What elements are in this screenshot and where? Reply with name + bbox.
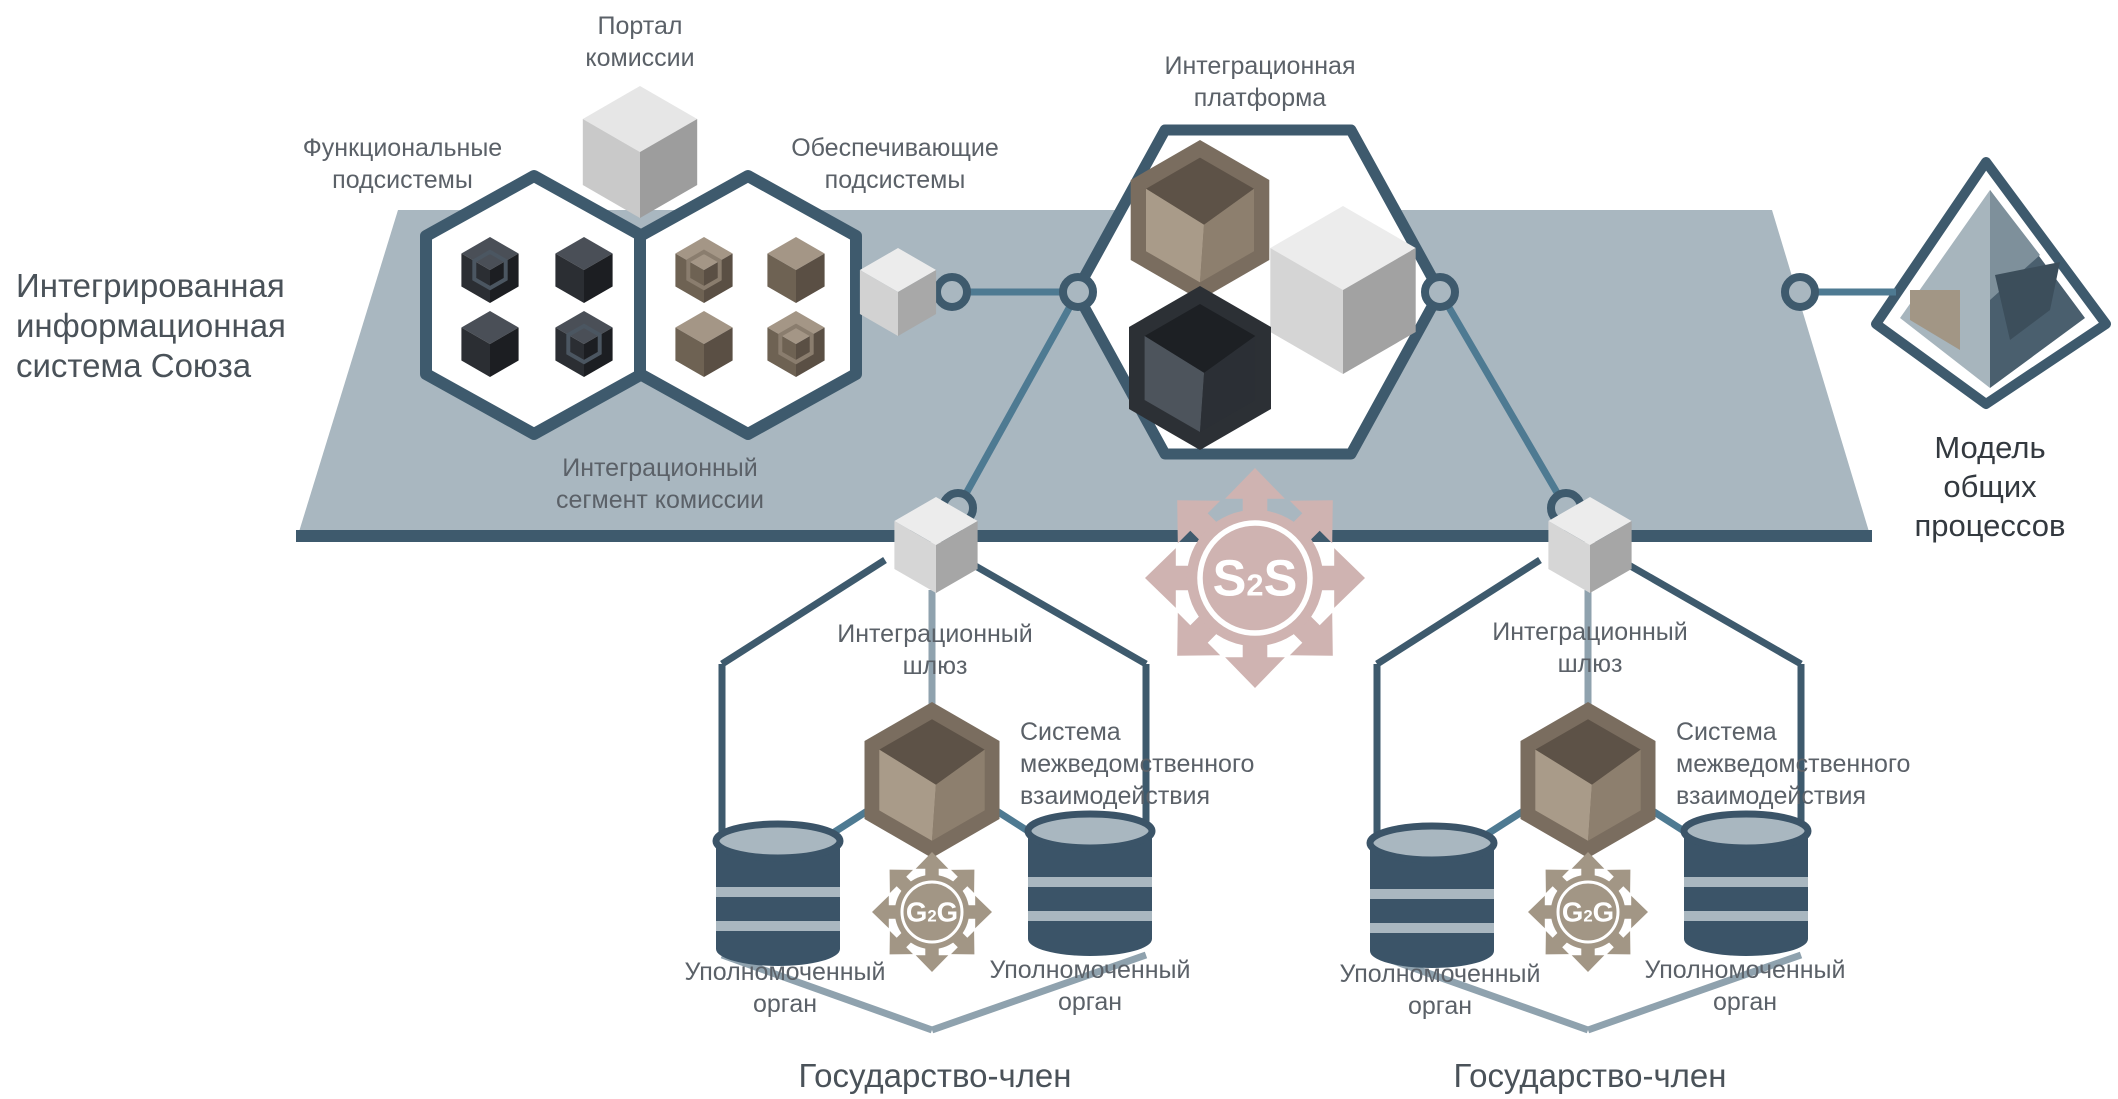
gateway-left-label: Интеграционный шлюз: [800, 618, 1070, 682]
authority-rr-line-1: Уполномоченный: [1644, 956, 1846, 984]
iis-line-1: Интегрированная: [16, 267, 285, 304]
supporting-subsystems-hexagon: [634, 170, 862, 440]
authority-ll-database: [712, 820, 844, 966]
member-state-right-label: Государство-член: [1453, 1057, 1727, 1094]
portal-label: Портал комиссии: [540, 10, 740, 74]
authority-rl-line-1: Уполномоченный: [1339, 960, 1541, 988]
interagency-left-cube: [864, 702, 1000, 858]
g2g-right-badge-letter-a: G: [1562, 897, 1583, 928]
supporting-cube-3: [675, 311, 733, 377]
authority-lr-database: [1024, 810, 1156, 956]
gateway-right-label: Интеграционный шлюз: [1455, 616, 1725, 680]
functional-cube-3: [461, 311, 519, 377]
platform-light-cube: [1270, 206, 1416, 374]
member-state-left-frame: [718, 556, 1150, 1034]
gateway-right-line-2: шлюз: [1557, 650, 1623, 678]
authority-rl-line-2: орган: [1407, 992, 1473, 1020]
interagency-left-label: Система межведомственного взаимодействия: [1020, 716, 1254, 812]
model-line-2: общих: [1943, 469, 2037, 504]
segment-line-1: Интеграционный: [562, 454, 758, 482]
supporting-label: Обеспечивающие подсистемы: [765, 132, 1025, 196]
gateway-left-line-1: Интеграционный: [837, 620, 1033, 648]
s2s-badge-text: S2S: [1213, 550, 1298, 607]
functional-cube-1: [461, 237, 519, 303]
segment-connector-cube: [859, 248, 937, 336]
g2g-left-badge-sub: 2: [927, 907, 936, 926]
iis-line-2: информационная: [16, 307, 286, 344]
functional-label: Функциональные подсистемы: [270, 132, 535, 196]
authority-rr-line-2: орган: [1712, 988, 1778, 1016]
supporting-cube-1: [675, 237, 733, 303]
iis-label: Интегрированная информационная система С…: [16, 266, 286, 386]
process-model-pyramid-icon: [1900, 190, 2085, 388]
functional-subsystems-hexagon: [420, 170, 648, 440]
authority-rr-label: Уполномоченный орган: [1615, 954, 1875, 1018]
interagency-left-line-2: межведомственного: [1020, 750, 1255, 778]
gateway-right-cube: [1548, 497, 1632, 593]
interagency-left-line-3: взаимодействия: [1020, 782, 1211, 810]
platform-dark-cube: [1129, 286, 1271, 450]
g2g-left-badge: G2G: [872, 852, 992, 972]
supporting-cube-2: [767, 237, 825, 303]
model-line-1: Модель: [1934, 430, 2046, 465]
interagency-right-cube: [1520, 702, 1656, 858]
supporting-line-1: Обеспечивающие: [791, 134, 999, 162]
gateway-left-line-2: шлюз: [902, 652, 968, 680]
supporting-line-2: подсистемы: [824, 166, 966, 194]
member-state-right-frame: [1373, 556, 1805, 1034]
authority-ll-label: Уполномоченный орган: [655, 956, 915, 1020]
authority-lr-line-2: орган: [1057, 988, 1123, 1016]
interagency-right-line-3: взаимодействия: [1676, 782, 1867, 810]
authority-rr-database: [1680, 810, 1812, 956]
g2g-right-badge-sub: 2: [1583, 907, 1592, 926]
interagency-right-line-1: Система: [1676, 718, 1777, 746]
authority-lr-label: Уполномоченный орган: [960, 954, 1220, 1018]
member-state-left-label: Государство-член: [798, 1057, 1072, 1094]
portal-line-2: комиссии: [585, 44, 695, 72]
segment-label: Интеграционный сегмент комиссии: [510, 452, 810, 516]
authority-lr-line-1: Уполномоченный: [989, 956, 1191, 984]
authority-rl-label: Уполномоченный орган: [1310, 958, 1570, 1022]
s2s-badge: S2S: [1145, 468, 1365, 688]
g2g-left-badge-text: G2G: [906, 897, 958, 928]
g2g-right-badge: G2G: [1528, 852, 1648, 972]
portal-line-1: Портал: [597, 12, 683, 40]
portal-cube-icon: [582, 86, 698, 218]
authority-ll-line-2: орган: [752, 990, 818, 1018]
model-line-3: процессов: [1914, 508, 2066, 543]
iis-line-3: система Союза: [16, 347, 252, 384]
gateway-right-line-1: Интеграционный: [1492, 618, 1688, 646]
interagency-right-label: Система межведомственного взаимодействия: [1676, 716, 1910, 812]
platform-label: Интеграционная платформа: [1130, 50, 1390, 114]
supporting-cube-4: [767, 311, 825, 377]
functional-cube-2: [555, 237, 613, 303]
platform-line-2: платформа: [1193, 84, 1327, 112]
s2s-badge-letter-a: S: [1213, 550, 1247, 607]
platform-brown-cube: [1130, 140, 1270, 300]
plane-front-edge: [296, 530, 1872, 542]
functional-cube-4: [555, 311, 613, 377]
authority-rl-database: [1366, 822, 1498, 968]
authority-ll-line-1: Уполномоченный: [684, 958, 886, 986]
s2s-badge-sub: 2: [1246, 568, 1263, 603]
g2g-left-badge-letter-a: G: [906, 897, 927, 928]
segment-line-2: сегмент комиссии: [555, 486, 765, 514]
process-model-label: Модель общих процессов: [1875, 428, 2105, 545]
interagency-right-line-2: межведомственного: [1676, 750, 1911, 778]
s2s-badge-letter-b: S: [1264, 550, 1298, 607]
g2g-right-badge-text: G2G: [1562, 897, 1614, 928]
interagency-left-line-1: Система: [1020, 718, 1121, 746]
g2g-right-badge-letter-b: G: [1593, 897, 1614, 928]
g2g-left-badge-letter-b: G: [937, 897, 958, 928]
functional-line-2: подсистемы: [332, 166, 473, 194]
gateway-left-cube: [894, 497, 978, 593]
functional-line-1: Функциональные: [302, 134, 503, 162]
platform-line-1: Интеграционная: [1164, 52, 1356, 80]
